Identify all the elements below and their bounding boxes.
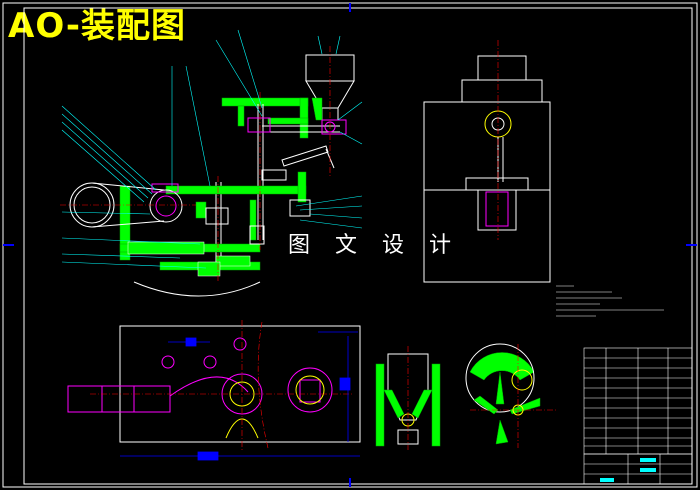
title-block-fills <box>600 458 656 482</box>
side-view <box>423 40 551 283</box>
side-view-slot <box>485 191 509 227</box>
plan-view <box>67 320 361 461</box>
plan-view-ports <box>67 337 333 415</box>
part-leader-lines <box>61 29 363 269</box>
main-centerlines <box>60 46 331 282</box>
title-block <box>583 453 693 485</box>
section-view-a <box>375 346 441 450</box>
plan-view-centerlines <box>90 320 352 450</box>
section-view-b <box>465 343 556 448</box>
watermark-text: 图 文 设 计 <box>288 233 460 258</box>
drive-shafts <box>215 104 340 262</box>
right-brackets <box>205 169 311 245</box>
drawing-title: AO-装配图 <box>8 6 186 46</box>
slanted-chute <box>281 145 335 169</box>
lower-gear-train <box>127 241 251 277</box>
main-section-view <box>60 29 363 297</box>
parts-list-table <box>583 347 693 455</box>
frame-center-marks <box>3 3 697 487</box>
base-curve <box>133 281 261 297</box>
middle-housing-section <box>119 171 307 271</box>
technical-notes <box>556 285 664 317</box>
plan-view-dimensions <box>120 331 360 461</box>
